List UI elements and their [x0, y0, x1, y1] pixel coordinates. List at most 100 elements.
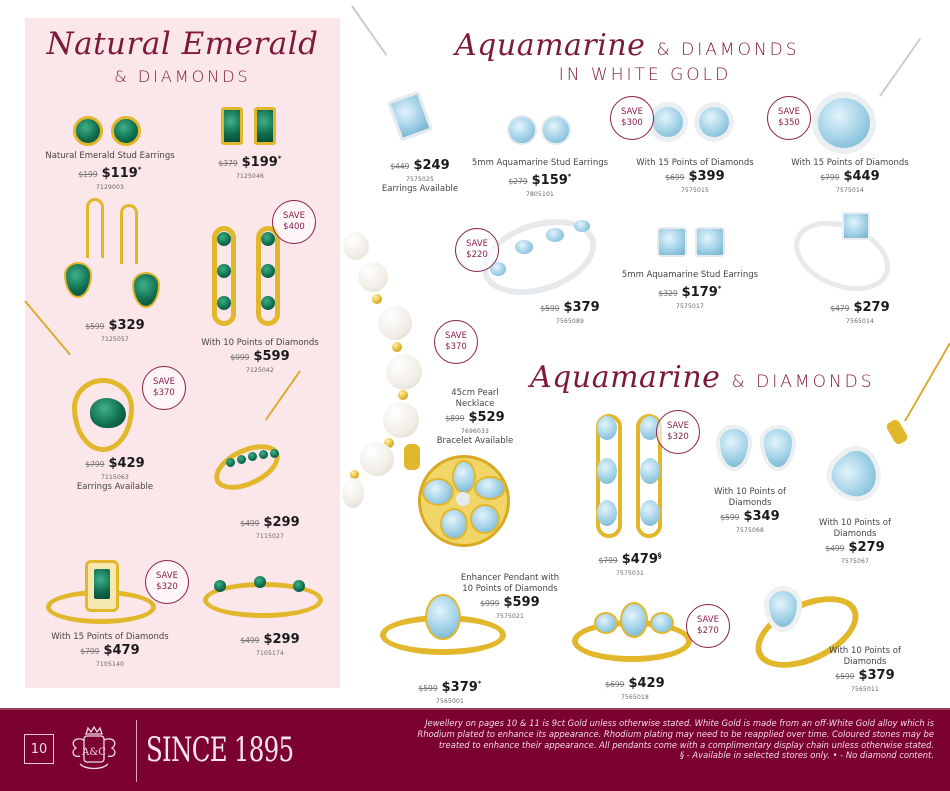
- aquamarine-halo-stud-image: [694, 102, 734, 142]
- product-description: With 15 Points of Diamonds: [51, 632, 169, 642]
- product-code: 7129003: [95, 184, 125, 192]
- pearl-bead: [342, 478, 364, 508]
- emerald-title-script: Natural Emerald: [46, 26, 319, 62]
- product-description: With 10 Points of Diamonds: [201, 338, 319, 348]
- product-description: 5mm Aquamarine Stud Earrings: [471, 158, 609, 168]
- aquamarine-stud-image: [716, 425, 752, 471]
- aquamarine-stud-image: [541, 115, 571, 145]
- legal-disclaimer: Jewellery on pages 10 & 11 is 9ct Gold u…: [417, 718, 934, 761]
- product-code: 7105174: [255, 650, 285, 657]
- was-price: $799: [820, 173, 840, 182]
- was-price: $799: [598, 556, 618, 566]
- product-description: Natural Emerald Stud Earrings: [45, 151, 175, 161]
- emerald-stone: [254, 576, 266, 588]
- pendant-frame-image: [72, 378, 134, 452]
- product-description: With 10 Points of: [829, 646, 901, 656]
- chain-image: [904, 342, 950, 422]
- aquamarine-stone: [594, 612, 618, 634]
- save-badge: SAVE$220: [455, 228, 499, 272]
- sale-price: $429: [628, 676, 665, 691]
- was-price: $599: [540, 304, 560, 313]
- emerald-stone: [261, 264, 275, 278]
- sale-price: $399: [688, 169, 725, 184]
- sale-price: $379*: [441, 680, 482, 696]
- product-code: 7125046: [235, 173, 265, 181]
- aquamarine-pear-pendant-image: [817, 437, 893, 513]
- since-1895-tagline: SINCE 1895: [146, 730, 294, 770]
- gold-bead: [398, 390, 408, 400]
- page-footer: 10 A&C SINCE 1895 Jewellery on pages 10 …: [0, 708, 950, 791]
- was-price: $599: [85, 322, 105, 331]
- aquamarine-stud-image: [695, 227, 725, 257]
- sale-price: $299: [263, 515, 300, 530]
- product-code: 7565089: [555, 318, 585, 325]
- emerald-stud-image: [111, 116, 141, 146]
- emerald-pear-image: [64, 262, 92, 298]
- product-code: 7115027: [255, 533, 285, 540]
- white-gold-title-caps: & DIAMONDS: [656, 40, 800, 60]
- sale-price: $379: [563, 300, 600, 315]
- sale-price: $159*: [531, 173, 572, 189]
- hoop-earring-image: [256, 226, 280, 326]
- was-price: $799: [85, 460, 105, 469]
- was-price: $999: [480, 599, 500, 608]
- product-description: 5mm Aquamarine Stud Earrings: [621, 270, 759, 280]
- pendant-bail-image: [404, 444, 420, 470]
- was-price: $799: [80, 647, 100, 656]
- save-badge: SAVE$320: [145, 560, 189, 604]
- pendant-bail-image: [884, 418, 910, 446]
- pearl-bead: [386, 354, 422, 390]
- product-code: 7575014: [835, 187, 865, 194]
- product-description: Diamonds: [833, 529, 877, 539]
- product-code: 7805101: [525, 191, 555, 199]
- emerald-stone: [261, 296, 275, 310]
- was-price: $599: [720, 513, 740, 522]
- sale-price: $599: [253, 349, 290, 364]
- diamond-center: [456, 492, 470, 506]
- pearl-bead: [378, 306, 412, 340]
- hoop-earring-image: [212, 226, 236, 326]
- emerald-stone: [261, 232, 275, 246]
- sale-price: $329: [108, 318, 145, 333]
- earring-hook-image: [120, 204, 138, 264]
- product-code: 7565011: [850, 686, 880, 693]
- save-badge: SAVE$350: [767, 96, 811, 140]
- save-badge: SAVE$400: [272, 200, 316, 244]
- product-description: Enhancer Pendant with: [460, 573, 560, 583]
- aquamarine-stone: [425, 594, 461, 640]
- white-gold-section-title: Aquamarine & DIAMONDS IN WHITE GOLD: [455, 28, 855, 86]
- aquamarine-stone: [640, 416, 660, 440]
- sale-price: $299: [263, 632, 300, 647]
- aquamarine-stone: [620, 602, 648, 638]
- product-code: 7565001: [435, 698, 465, 706]
- sale-price: $349: [743, 509, 780, 524]
- product-code: 7565018: [620, 694, 650, 701]
- sale-price: $479§: [621, 552, 662, 568]
- emerald-stud-image: [73, 116, 103, 146]
- emerald-stud-image: [221, 107, 243, 145]
- emerald-pear-image: [90, 398, 126, 428]
- sale-price: $529: [468, 410, 505, 425]
- was-price: $329: [658, 289, 678, 299]
- aquamarine-halo-stud-image: [648, 102, 688, 142]
- aquamarine-stud-image: [657, 227, 687, 257]
- white-gold-title-line2: IN WHITE GOLD: [558, 65, 732, 85]
- save-badge: SAVE$370: [142, 366, 186, 410]
- product-code: 7575068: [735, 527, 765, 534]
- gold-bead: [384, 438, 394, 448]
- was-price: $379: [218, 159, 238, 169]
- product-code: 7125042: [245, 367, 275, 374]
- emerald-stone: [226, 458, 235, 467]
- emerald-stone: [293, 580, 305, 592]
- sale-price: $249: [413, 158, 450, 173]
- emerald-stone: [217, 232, 231, 246]
- save-badge: SAVE$270: [686, 604, 730, 648]
- product-code: 7105140: [95, 661, 125, 668]
- emerald-stone: [270, 449, 279, 458]
- product-code: 7125057: [100, 336, 130, 343]
- was-price: $499: [240, 519, 260, 528]
- product-code: 7575015: [680, 187, 710, 194]
- product-description: With 15 Points of Diamonds: [791, 158, 909, 168]
- was-price: $479: [830, 304, 850, 313]
- emerald-title-caps: & DIAMONDS: [114, 67, 251, 86]
